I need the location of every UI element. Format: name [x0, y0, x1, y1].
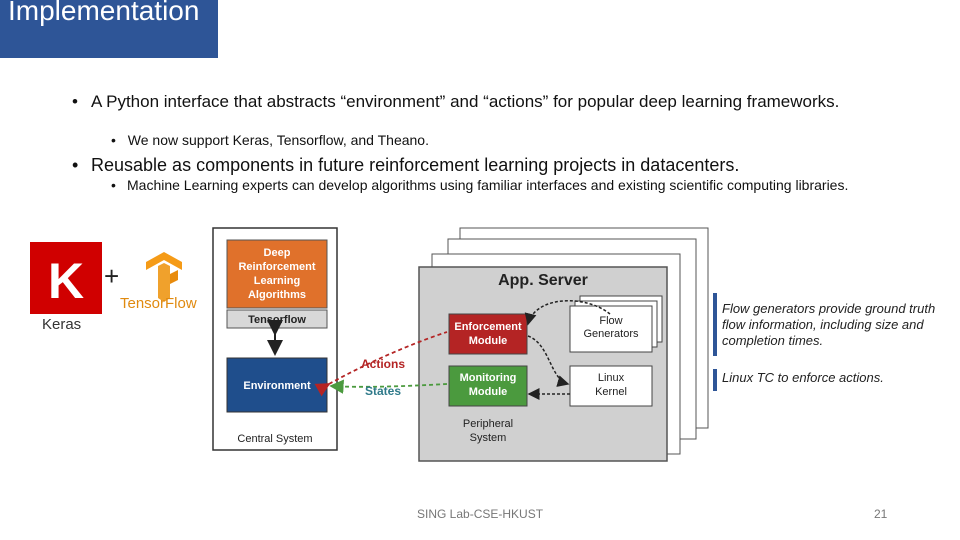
bullet-3: • Reusable as components in future reinf… — [72, 155, 892, 175]
monitoring-module-box — [448, 365, 528, 407]
flow-gen-line-1: Flow — [599, 315, 622, 327]
flow-note: Flow generators provide ground truth flo… — [722, 301, 936, 348]
environment-block — [226, 357, 328, 413]
peripheral-line-1: Peripheral — [463, 418, 513, 430]
architecture-diagram: Deep Reinforcement Learning Algorithms T… — [212, 227, 709, 462]
linux-kernel-line-1: Linux — [598, 372, 625, 384]
monitoring-line-1: Monitoring — [460, 372, 517, 384]
bullet-dot: • — [72, 155, 79, 175]
flow-gen-line-2: Generators — [583, 328, 639, 340]
bullet-4-text: Machine Learning experts can develop alg… — [127, 177, 849, 193]
tensorflow-label: TensorFlow — [120, 295, 197, 312]
enforcement-module-box — [448, 313, 528, 355]
bullet-1-text: A Python interface that abstracts “envir… — [91, 92, 840, 111]
states-arrow — [329, 379, 448, 394]
monitoring-line-2: Module — [469, 386, 508, 398]
peripheral-line-2: System — [470, 432, 507, 444]
drl-block — [226, 239, 328, 309]
tensorflow-icon — [146, 252, 182, 302]
framework-logos: K Keras + TensorFlow — [30, 242, 197, 333]
bullet-1: • A Python interface that abstracts “env… — [72, 93, 872, 110]
flow-generators-box — [569, 305, 653, 353]
keras-letter: K — [48, 253, 84, 309]
enforcement-line-1: Enforcement — [454, 321, 522, 333]
slide-title: Implementation — [8, 0, 200, 26]
keras-logo — [30, 242, 102, 314]
actions-label: Actions — [361, 357, 405, 371]
actions-arrow — [314, 331, 448, 397]
drl-line-2: Reinforcement — [238, 261, 315, 273]
environment-label: Environment — [243, 380, 311, 392]
footer-text: SING Lab-CSE-HKUST — [417, 507, 544, 521]
note-bar-flow — [713, 293, 717, 356]
linux-kernel-box — [569, 365, 653, 407]
title-banner: Implementation — [0, 0, 218, 58]
note-bar-tc — [713, 369, 717, 391]
page-number: 21 — [874, 507, 888, 521]
states-label: States — [365, 384, 401, 398]
plus-sign: + — [104, 261, 119, 291]
bullet-dot: • — [72, 92, 78, 111]
bullet-dot: • — [111, 132, 116, 148]
enforcement-to-kernel-arrow — [527, 335, 570, 387]
drl-line-4: Algorithms — [248, 289, 306, 301]
tc-note: Linux TC to enforce actions. — [722, 370, 884, 385]
keras-label: Keras — [42, 316, 81, 333]
app-server-title: App. Server — [498, 272, 588, 289]
bullet-dot: • — [111, 177, 116, 193]
drl-line-3: Learning — [254, 275, 300, 287]
bullet-2: • We now support Keras, Tensorflow, and … — [111, 132, 429, 148]
tensorflow-bar-label: Tensorflow — [248, 314, 306, 326]
bullet-3-text: Reusable as components in future reinfor… — [91, 155, 740, 175]
flowgen-to-enforcement-arrow — [524, 299, 611, 326]
drl-line-1: Deep — [264, 247, 291, 259]
bullet-4: • Machine Learning experts can develop a… — [111, 178, 871, 192]
central-system-label: Central System — [237, 433, 312, 445]
bullet-2-text: We now support Keras, Tensorflow, and Th… — [127, 132, 429, 148]
linux-kernel-line-2: Kernel — [595, 386, 627, 398]
enforcement-line-2: Module — [469, 335, 508, 347]
